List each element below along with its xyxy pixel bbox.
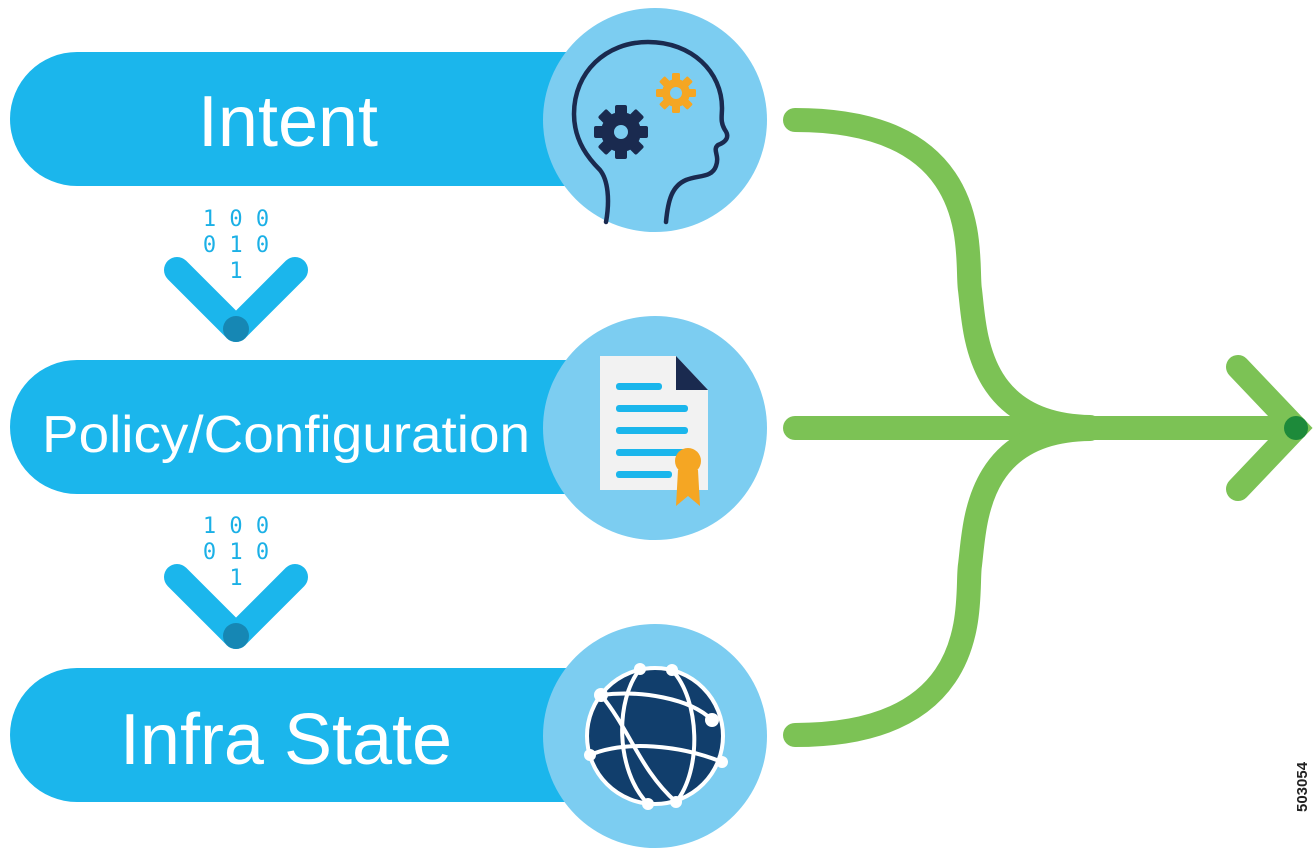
converging-flow-arrows [783, 108, 1313, 747]
binary-line: 1 0 0 [203, 514, 269, 539]
binary-marker-2: 1 0 0 0 1 0 1 [203, 514, 269, 591]
binary-line: 1 0 0 [203, 207, 269, 232]
stage-policy-configuration: Policy/Configuration [10, 316, 767, 540]
stage-pill [10, 668, 650, 802]
flow-line-intent [783, 108, 1102, 439]
down-chevron-icon [164, 257, 308, 342]
figure-id: 503054 [1294, 761, 1311, 812]
binary-line: 1 [229, 259, 242, 284]
binary-line: 0 1 0 [203, 540, 269, 565]
down-chevron-icon [164, 564, 308, 649]
stage-pill [10, 360, 650, 494]
stage-label: Intent [198, 82, 378, 162]
head-gears-icon [571, 39, 730, 225]
binary-marker-1: 1 0 0 0 1 0 1 [203, 207, 269, 284]
flow-arrowhead-tip [1284, 416, 1308, 440]
stage-label: Infra State [120, 700, 452, 780]
network-globe-icon [584, 663, 728, 810]
stage-intent: Intent [10, 8, 767, 232]
binary-line: 0 1 0 [203, 233, 269, 258]
certificate-document-icon [600, 356, 708, 506]
flow-line-infra [783, 417, 1102, 747]
stage-icon-circle [543, 8, 767, 232]
stage-pill [10, 52, 650, 186]
stage-infra-state: Infra State [10, 624, 767, 848]
stage-label: Policy/Configuration [42, 406, 530, 464]
binary-line: 1 [229, 566, 242, 591]
